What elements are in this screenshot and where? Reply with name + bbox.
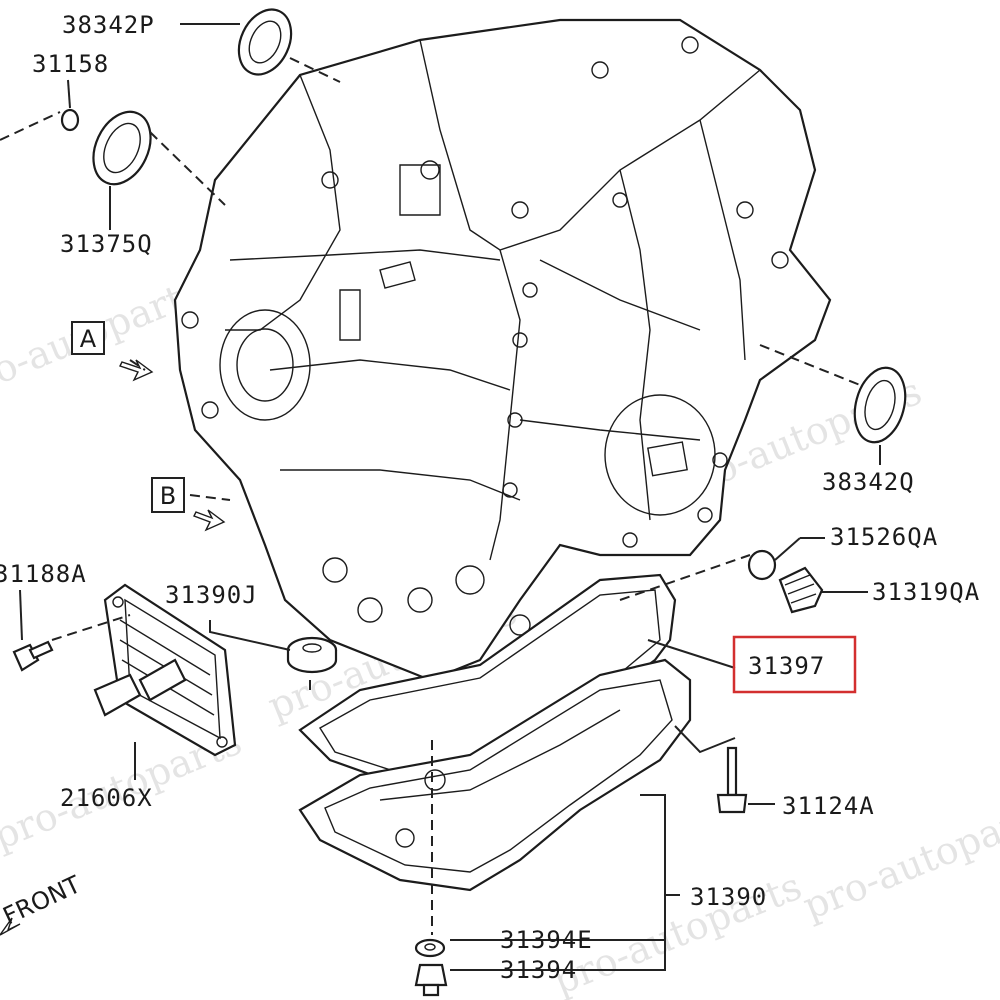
front-indicator: FRONT	[0, 870, 85, 936]
washer-31390J	[286, 636, 338, 674]
part-label-31188A: 31188A	[0, 560, 87, 588]
bolt-31188A	[12, 640, 54, 672]
transmission-case	[173, 18, 832, 682]
arrow-icon	[193, 509, 226, 532]
drain-plug-31394	[414, 963, 448, 997]
plug-31319QA	[778, 566, 824, 614]
part-label-31375Q: 31375Q	[60, 230, 153, 258]
part-label-31390J: 31390J	[165, 581, 258, 609]
leader-lines	[0, 23, 881, 971]
highlighted-part: 31397	[732, 635, 857, 694]
part-label-31397: 31397	[748, 652, 825, 680]
oil-pan	[298, 658, 692, 892]
part-label-21606X: 21606X	[60, 784, 153, 812]
oil-cooler	[93, 583, 237, 757]
o-ring-31526QA	[747, 549, 777, 581]
o-ring-31158	[60, 108, 80, 132]
washer-31394E	[414, 938, 446, 958]
part-label-38342P: 38342P	[62, 11, 155, 39]
highlight-box	[732, 635, 857, 694]
view-a-label: A	[80, 325, 97, 353]
view-b-label: B	[160, 482, 176, 510]
bolt-31124A	[716, 746, 748, 814]
part-label-31124A: 31124A	[782, 792, 875, 820]
part-label-31319QA: 31319QA	[872, 578, 980, 606]
part-label-31390: 31390	[690, 883, 767, 911]
seal-38342Q	[853, 366, 907, 444]
view-callout-a: A	[71, 321, 154, 382]
part-label-31394E: 31394E	[500, 926, 593, 954]
part-label-31526QA: 31526QA	[830, 523, 938, 551]
part-label-38342Q: 38342Q	[822, 468, 915, 496]
part-label-31394: 31394	[500, 956, 577, 984]
front-arrow-icon	[0, 917, 21, 936]
part-label-31158: 31158	[32, 50, 109, 78]
part-labels: 38342P 31158 31375Q 38342Q 31526QA 31319…	[0, 11, 980, 984]
arrow-icon	[119, 359, 154, 382]
seal-38342P	[237, 8, 293, 76]
front-label: FRONT	[0, 870, 85, 930]
view-callout-b: B	[151, 477, 226, 532]
seal-31375Q	[92, 110, 152, 186]
